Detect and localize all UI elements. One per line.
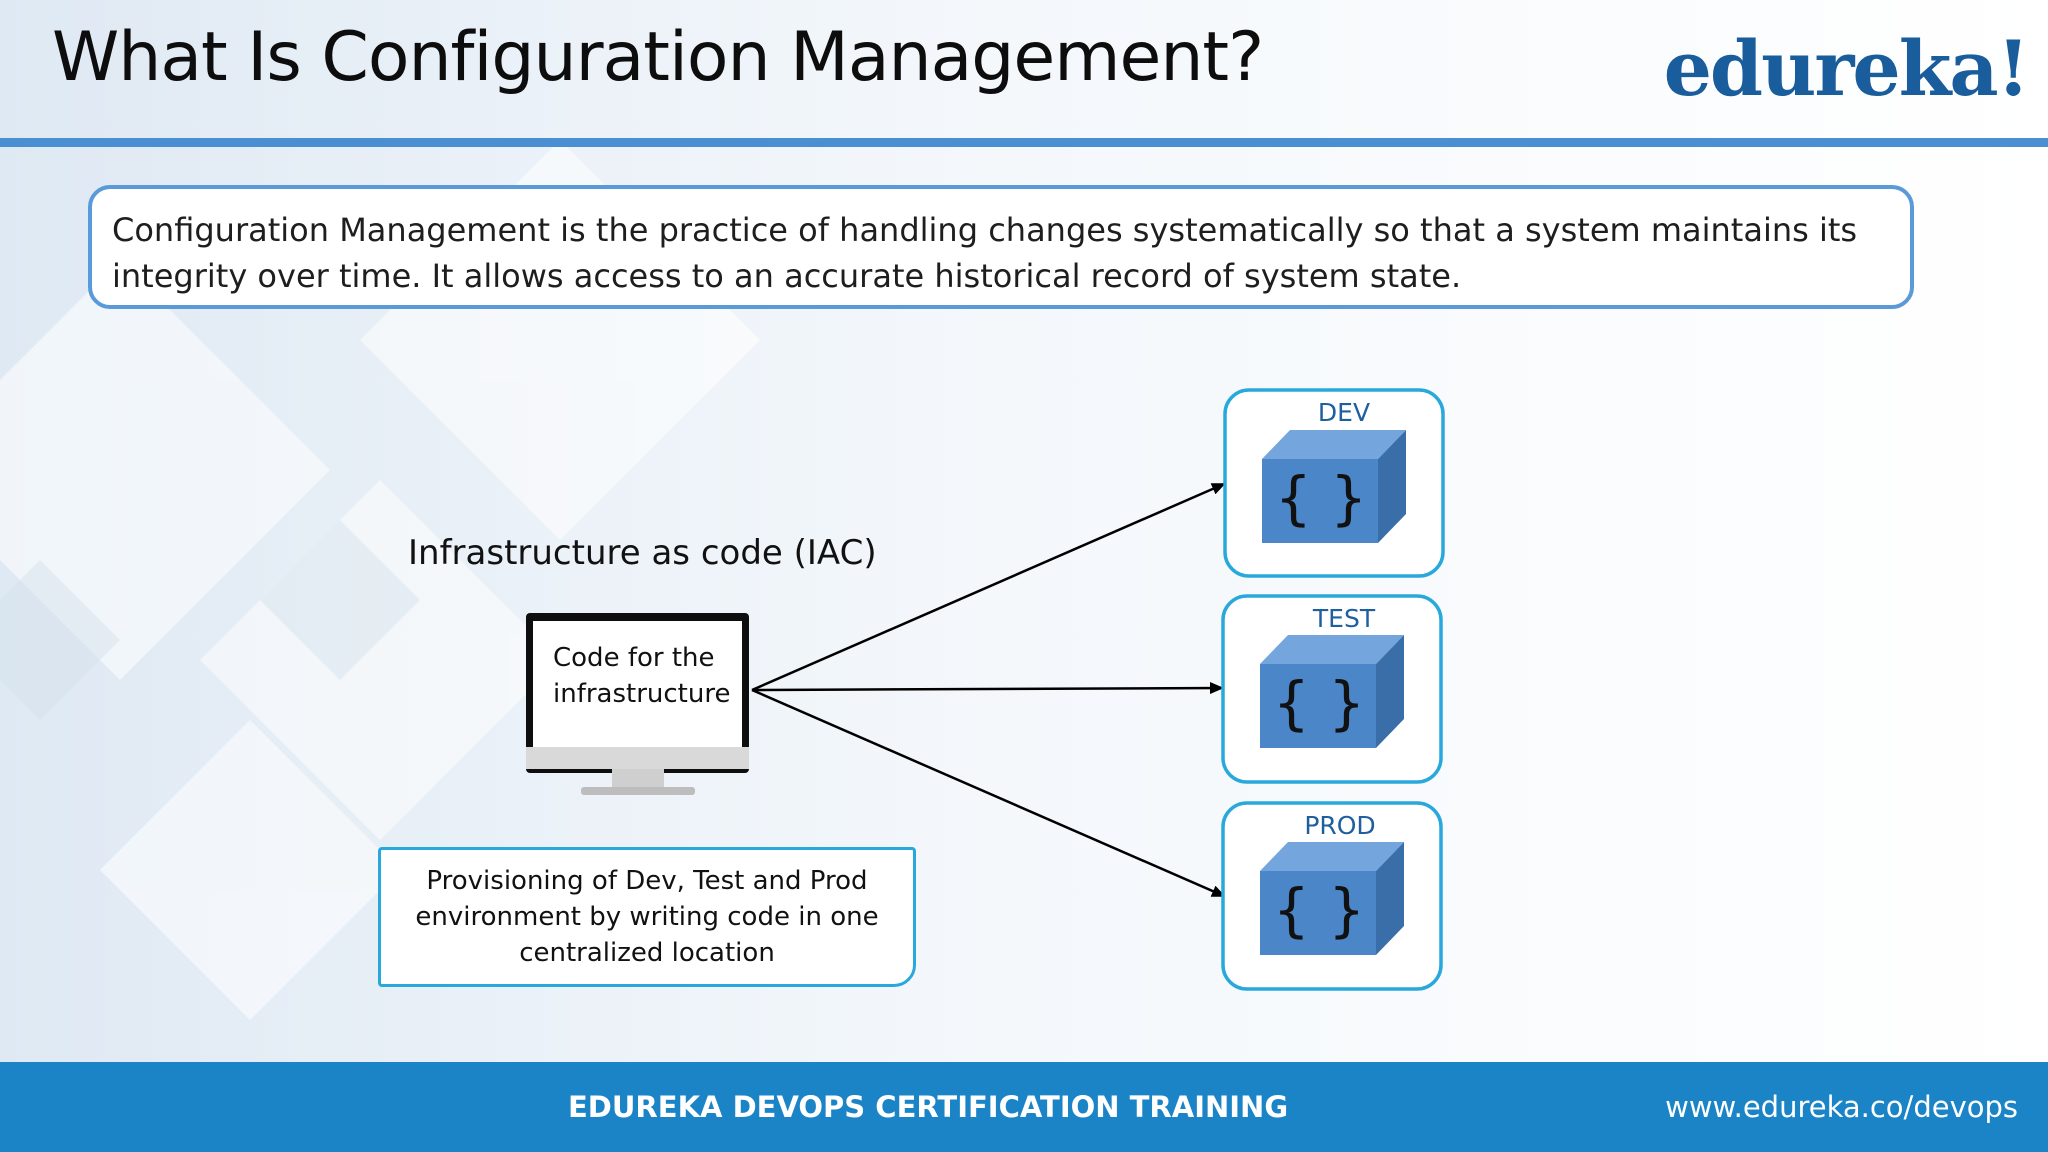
env-label-test: TEST [1312, 604, 1376, 633]
definition-text: Configuration Management is the practice… [112, 211, 1858, 295]
monitor-screen-text: Code for the infrastructure [553, 640, 743, 712]
footer-bar: EDUREKA DEVOPS CERTIFICATION TRAINING ww… [0, 1062, 2048, 1152]
env-label-dev: DEV [1317, 398, 1371, 427]
caption-line: centralized location [519, 938, 775, 968]
curly-braces-icon: { } [1275, 464, 1367, 532]
monitor-text-line: Code for the [553, 643, 715, 673]
iac-label: Infrastructure as code (IAC) [408, 533, 877, 573]
footer-title: EDUREKA DEVOPS CERTIFICATION TRAINING [568, 1090, 1289, 1124]
caption-line: Provisioning of Dev, Test and Prod [426, 866, 868, 896]
footer-url: www.edureka.co/devops [1665, 1090, 2018, 1124]
curly-braces-icon: { } [1273, 669, 1365, 737]
env-label-prod: PROD [1304, 811, 1376, 840]
monitor-icon [526, 613, 749, 795]
arrow-to-prod [751, 688, 1226, 898]
monitor-text-line: infrastructure [553, 679, 731, 709]
cube-icon-test [1260, 635, 1404, 748]
cube-icon-prod [1260, 842, 1404, 955]
header-divider [0, 138, 2048, 147]
definition-box: Configuration Management is the practice… [88, 185, 1914, 309]
arrow-to-test [751, 682, 1224, 695]
slide-title: What Is Configuration Management? [52, 18, 1264, 97]
arrow-to-dev [751, 482, 1226, 692]
caption-line: environment by writing code in one [415, 902, 879, 932]
edureka-logo: edureka! [1663, 24, 2030, 113]
cube-icon-dev [1262, 430, 1406, 543]
provisioning-caption-box: Provisioning of Dev, Test and Prod envir… [378, 847, 916, 987]
curly-braces-icon: { } [1273, 876, 1365, 944]
